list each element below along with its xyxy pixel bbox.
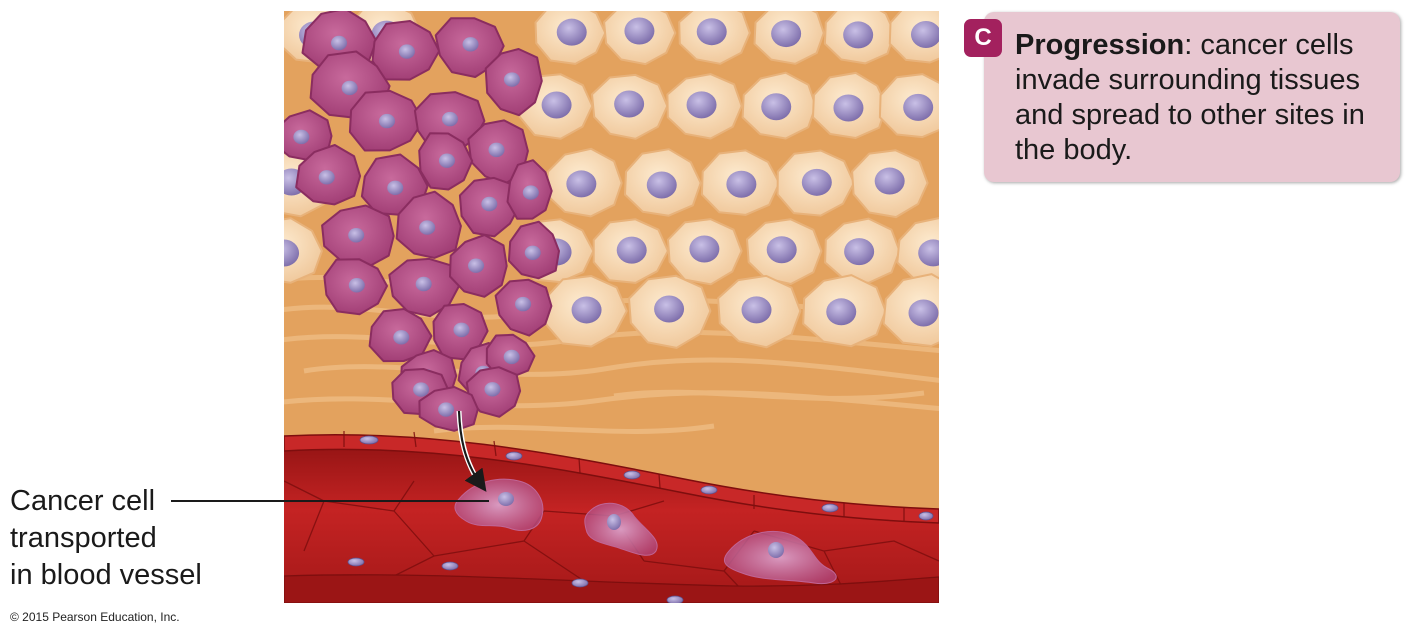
- normal-cell: [284, 217, 323, 284]
- nucleus: [908, 299, 939, 327]
- nucleus: [689, 235, 720, 263]
- nucleus: [903, 93, 934, 121]
- nucleus: [348, 278, 365, 293]
- label-leader-line: [171, 500, 489, 502]
- nucleus: [503, 72, 520, 87]
- nucleus: [488, 142, 505, 158]
- normal-cells: [284, 11, 939, 349]
- nucleus: [341, 80, 358, 96]
- nucleus: [646, 171, 677, 199]
- nucleus: [453, 322, 470, 338]
- copyright-notice: © 2015 Pearson Education, Inc.: [10, 610, 180, 624]
- nucleus: [438, 402, 455, 417]
- nucleus: [541, 91, 572, 119]
- nucleus: [515, 296, 532, 312]
- nucleus: [624, 17, 655, 45]
- nucleus: [766, 236, 797, 264]
- nucleus: [607, 514, 621, 530]
- label-line-1: Cancer cell: [10, 485, 156, 517]
- callout-text: Progression: cancer cells invade surroun…: [1015, 28, 1397, 168]
- nucleus: [393, 330, 410, 345]
- nucleus: [413, 382, 430, 397]
- nucleus: [801, 168, 832, 196]
- normal-cell: [896, 217, 939, 284]
- nucleus: [293, 129, 310, 145]
- tumor-mass: [284, 11, 560, 432]
- nucleus: [468, 258, 485, 273]
- nucleus: [761, 93, 792, 121]
- nucleus: [768, 542, 784, 558]
- nucleus: [826, 298, 857, 326]
- nucleus: [348, 228, 365, 243]
- nucleus: [419, 220, 436, 235]
- nucleus: [686, 91, 717, 119]
- tumor-invasion-illustration: [284, 11, 939, 603]
- nucleus: [843, 21, 874, 49]
- nucleus: [484, 382, 501, 397]
- step-badge: C: [964, 19, 1002, 57]
- nucleus: [284, 239, 300, 267]
- nucleus: [910, 21, 939, 49]
- nucleus: [481, 196, 498, 212]
- nucleus: [696, 18, 727, 46]
- migration-arrow: [457, 410, 487, 492]
- nucleus: [566, 170, 597, 198]
- nucleus: [616, 236, 647, 264]
- label-line-3: in blood vessel: [10, 559, 202, 591]
- nucleus: [387, 180, 404, 196]
- nucleus: [556, 18, 587, 46]
- circulating-cancer-cell: [723, 530, 837, 585]
- nucleus: [415, 276, 432, 292]
- circulating-cancer-cell: [454, 478, 544, 531]
- callout-title: Progression: [1015, 29, 1185, 61]
- cancer-cell-label: Cancer cell transported in blood vessel: [10, 483, 202, 594]
- nucleus: [918, 239, 939, 267]
- nucleus: [833, 94, 864, 122]
- nucleus: [462, 37, 479, 52]
- nucleus: [741, 296, 772, 324]
- circulating-cancer-cells: [454, 478, 837, 585]
- nucleus: [522, 185, 539, 200]
- nucleus: [726, 170, 757, 198]
- nucleus: [524, 245, 541, 261]
- nucleus: [503, 349, 520, 365]
- nucleus: [844, 238, 875, 266]
- nucleus: [398, 44, 415, 59]
- label-line-2: transported: [10, 522, 157, 554]
- nucleus: [614, 90, 645, 118]
- nucleus: [438, 153, 455, 168]
- nucleus: [498, 492, 514, 506]
- callout-description: : cancer cells invade surrounding tissue…: [1015, 29, 1365, 166]
- nucleus: [571, 296, 602, 324]
- nucleus: [441, 111, 458, 127]
- nucleus: [771, 20, 802, 48]
- nucleus: [378, 113, 395, 129]
- nucleus: [318, 170, 335, 185]
- nucleus: [874, 167, 905, 195]
- circulating-cancer-cell: [584, 502, 658, 556]
- callout-box: [984, 12, 1400, 182]
- nucleus: [331, 35, 347, 51]
- nucleus: [654, 295, 685, 323]
